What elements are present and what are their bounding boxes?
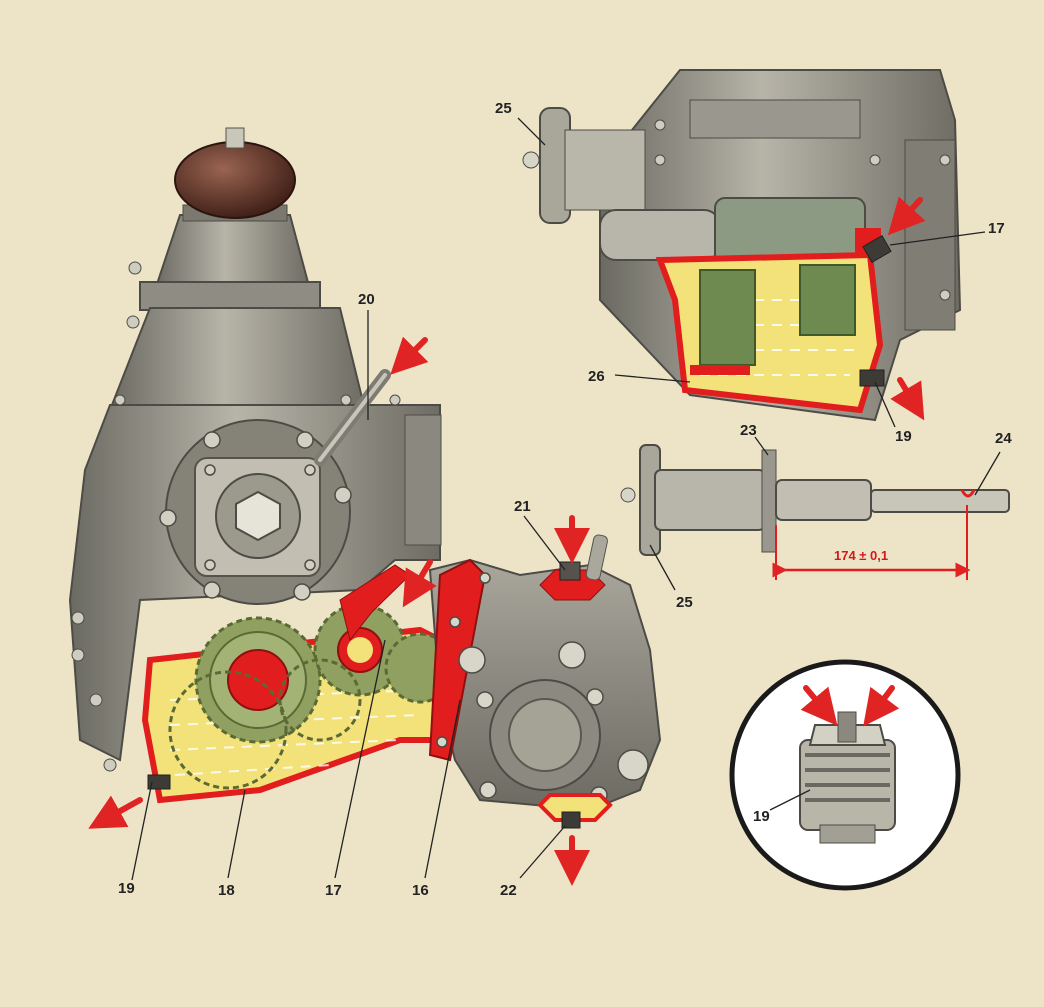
callout-21: 21 — [514, 498, 531, 515]
callout-19-detail: 19 — [753, 808, 770, 825]
detail-arrow-right — [863, 685, 900, 727]
callout-25-top: 25 — [495, 100, 512, 117]
drain-plug-19 — [147, 774, 171, 790]
output-shaft-detail — [620, 444, 1010, 580]
flange-nut — [235, 490, 281, 542]
callout-19-top: 19 — [895, 428, 912, 445]
plug-detail-inset — [729, 659, 961, 891]
rubber-boot — [174, 141, 296, 219]
detail-arrow-left — [800, 685, 838, 726]
filler-plug-21 — [559, 561, 581, 581]
leader-lines — [131, 117, 1001, 881]
fill-arrow-17-top — [887, 196, 926, 236]
dimension-label: 174 ± 0,1 — [834, 548, 889, 563]
callout-19-bottom: 19 — [118, 880, 135, 897]
top-right-assembly — [522, 69, 962, 422]
shift-tower-housing — [153, 214, 312, 291]
callout-17-top: 17 — [988, 220, 1005, 237]
fill-arrow-20 — [390, 336, 429, 375]
rear-extension — [428, 534, 662, 829]
breather-tube — [585, 534, 608, 581]
callout-18: 18 — [218, 882, 235, 899]
callout-17-bottom: 17 — [325, 882, 342, 899]
callout-24: 24 — [995, 430, 1012, 447]
callout-25-mid: 25 — [676, 594, 693, 611]
fill-arrow-17 — [402, 559, 437, 608]
callout-22: 22 — [500, 882, 517, 899]
shift-lever-stub — [225, 127, 245, 149]
callout-20: 20 — [358, 291, 375, 308]
callout-16: 16 — [412, 882, 429, 899]
red-arrow-icon — [88, 196, 926, 886]
clutch-housing-top — [108, 307, 367, 411]
drain-arrow-19-top — [890, 377, 925, 421]
callout-26: 26 — [588, 368, 605, 385]
shaft-24 — [870, 489, 1010, 513]
main-gearbox — [68, 127, 456, 804]
drain-arrow-19 — [88, 795, 143, 829]
drain-plug-22 — [561, 811, 581, 829]
callout-23: 23 — [740, 422, 757, 439]
